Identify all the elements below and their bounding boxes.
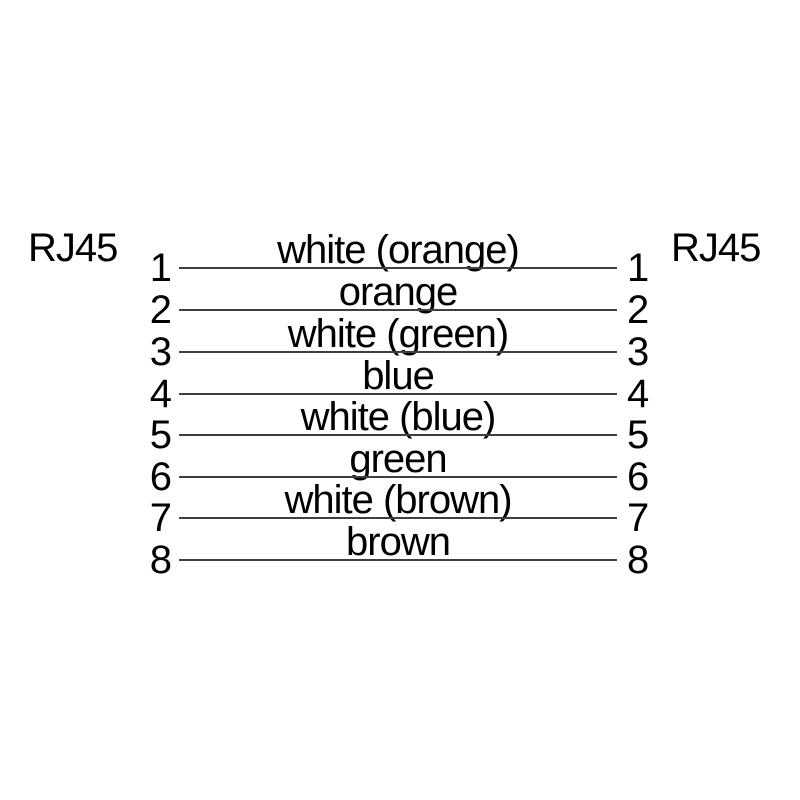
wire-color-label: orange: [338, 270, 459, 314]
pin-number-right: 2: [627, 288, 650, 332]
wire-line: [179, 434, 617, 436]
wire-color-label: blue: [362, 354, 435, 398]
wire-line: [179, 559, 617, 561]
wire-color-label: white (green): [287, 312, 509, 356]
wire-line: [179, 517, 617, 519]
wire-line: [179, 393, 617, 395]
wire-color-label: white (orange): [277, 228, 520, 272]
pin-number-right: 7: [627, 496, 650, 540]
pin-number-right: 1: [627, 246, 650, 290]
pin-number-left: 2: [149, 288, 172, 332]
wire-line: [179, 351, 617, 353]
pin-number-left: 5: [149, 413, 172, 457]
pin-number-right: 8: [627, 538, 650, 582]
pin-number-right: 6: [627, 455, 650, 499]
pin-number-left: 8: [149, 538, 172, 582]
wire-color-label: brown: [346, 520, 451, 564]
wire-line: [179, 309, 617, 311]
wire-line: [179, 476, 617, 478]
pin-number-left: 6: [149, 455, 172, 499]
wire-color-label: white (blue): [300, 395, 497, 439]
pin-number-left: 1: [149, 246, 172, 290]
wire-color-label: white (brown): [284, 478, 512, 522]
pin-number-left: 7: [149, 496, 172, 540]
pin-number-right: 4: [627, 372, 650, 416]
wire-line: [179, 267, 617, 269]
left-connector-label: RJ45: [28, 226, 118, 270]
pin-number-left: 3: [149, 330, 172, 374]
pin-number-right: 5: [627, 413, 650, 457]
pin-number-right: 3: [627, 330, 650, 374]
wire-color-label: green: [349, 437, 447, 481]
right-connector-label: RJ45: [671, 226, 761, 270]
pin-number-left: 4: [149, 372, 172, 416]
